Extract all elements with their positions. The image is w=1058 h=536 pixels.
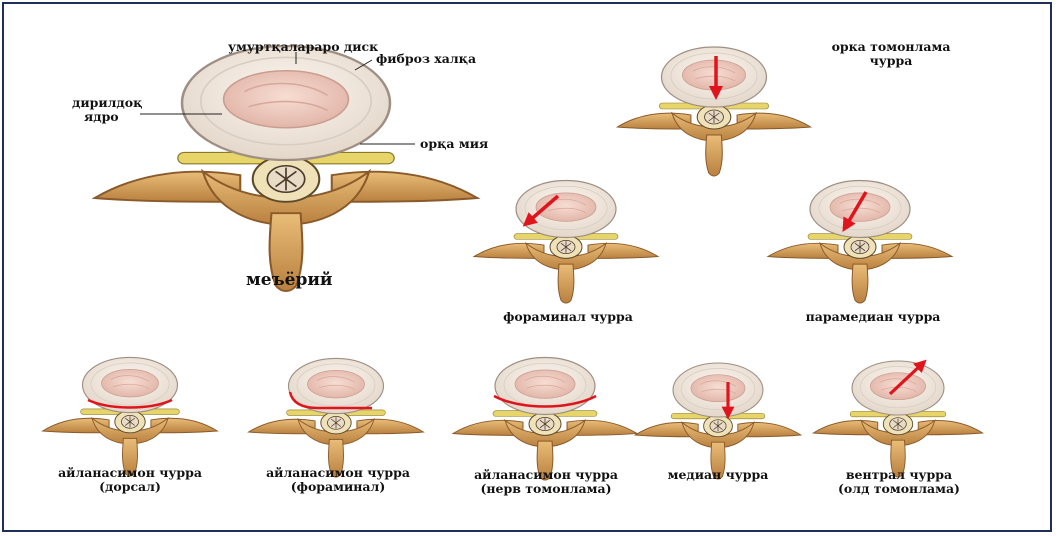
vertebra-normal (95, 46, 478, 291)
vertebra-circular-nerve (453, 358, 637, 481)
label-normal: меъёрий (246, 270, 333, 290)
label-nucleus-line1: дирилдоқ (72, 96, 142, 110)
label-annulus: фиброз халқа (376, 52, 476, 66)
caption-median: медиан чурра (668, 468, 769, 482)
caption-circular-foraminal-line2: (фораминал) (291, 480, 385, 494)
caption-circular-foraminal-line1: айланасимон чурра (266, 466, 410, 480)
caption-circular-nerve-line2: (нерв томонлама) (480, 482, 611, 496)
label-nucleus-line2: ядро (84, 110, 119, 124)
caption-circular-dorsal-line2: (дорсал) (99, 480, 161, 494)
caption-circular-nerve-line1: айланасимон чурра (474, 468, 618, 482)
caption-posterior-lateral-line1: орка томонлама (832, 40, 951, 54)
caption-ventral-line1: вентрал чурра (846, 468, 952, 482)
caption-foraminal: фораминал чурра (503, 310, 633, 324)
caption-ventral-line2: (олд томонлама) (838, 482, 960, 496)
label-spinal-cord: орқа мия (420, 137, 488, 151)
caption-posterior-lateral-line2: чурра (870, 54, 913, 68)
caption-paramedian: парамедиан чурра (806, 310, 941, 324)
vertebra-ventral (813, 361, 982, 477)
label-disc: умуртқалараро диск (228, 40, 378, 54)
caption-circular-dorsal-line1: айланасимон чурра (58, 466, 202, 480)
vertebra-median (635, 363, 801, 479)
vertebra-posterior-lateral (617, 47, 810, 176)
vertebra-circular-dorsal (43, 357, 218, 476)
vertebra-foraminal (474, 181, 658, 304)
vertebra-circular-foraminal (249, 358, 424, 477)
